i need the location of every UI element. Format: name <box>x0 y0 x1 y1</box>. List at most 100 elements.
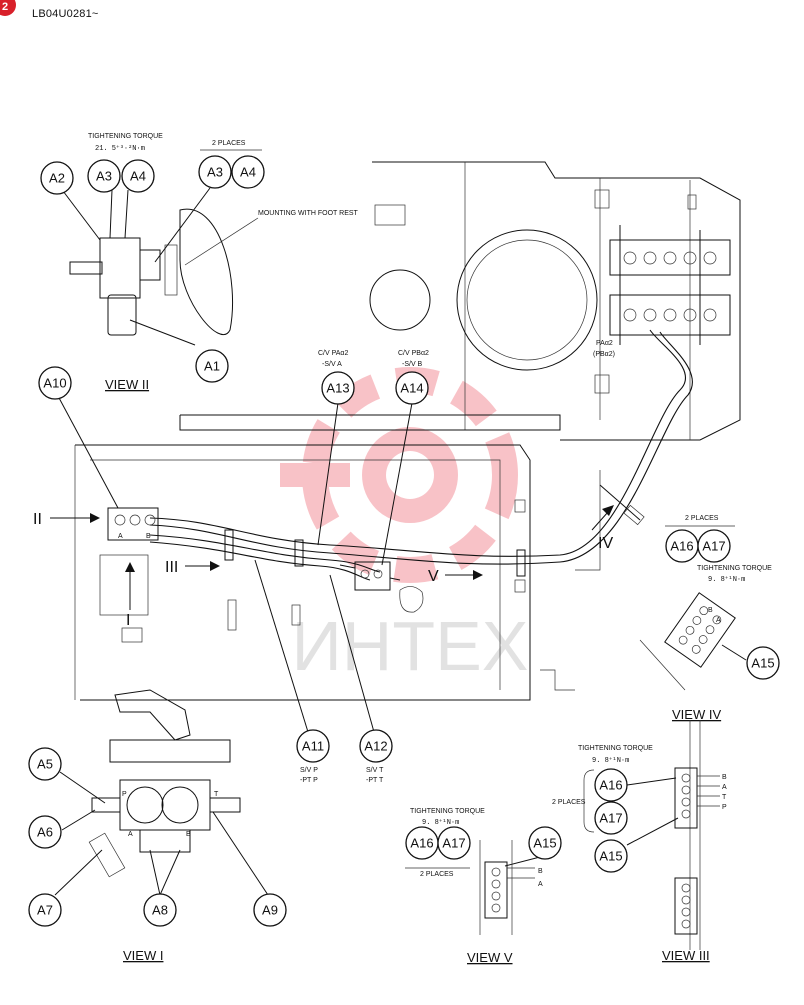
view-iii-port-a: A <box>722 784 727 791</box>
svg-text:A5: A5 <box>37 757 53 772</box>
torque-label-view-iv: TIGHTENING TORQUE <box>697 565 772 572</box>
two-places-view-v: 2 PLACES <box>420 871 454 878</box>
arrow-label-iii: III <box>165 559 178 576</box>
sv-labels: S/V P -PT P S/V T -PT T <box>254 559 384 784</box>
view-i-port-a: A <box>128 831 133 838</box>
two-places-view-iii: 2 PLACES <box>552 799 586 806</box>
view-ii-detail: TIGHTENING TORQUE 21. 5⁺³·²N·m 2 PLACES … <box>56 133 359 392</box>
cv-a-line2: -S/V A <box>322 361 342 368</box>
view-v-title: VIEW V <box>467 950 513 965</box>
balloon-a9: A9 <box>253 893 287 927</box>
torque-value-view-iv: 9. 8⁺¹N·m <box>708 576 745 584</box>
svg-text:A16: A16 <box>410 836 433 851</box>
balloon-a8: A8 <box>143 893 177 927</box>
svg-text:A13: A13 <box>326 381 349 396</box>
svg-text:A3: A3 <box>96 169 112 184</box>
balloon-a17-view-v: A17 <box>437 826 471 860</box>
view-arrows: II I III V IV <box>33 505 614 629</box>
balloon-a15-view-iv: A15 <box>746 646 780 680</box>
cv-labels: C/V PAα2 -S/V A C/V PBα2 -S/V B <box>57 350 429 566</box>
svg-text:A9: A9 <box>262 903 278 918</box>
balloon-a16-view-iii: A16 <box>594 768 628 802</box>
balloon-a10: A10 <box>38 366 72 400</box>
view-iii-port-b: B <box>722 774 727 781</box>
torque-value-view-ii: 21. 5⁺³·²N·m <box>95 145 145 153</box>
pilot-valve-left: A B <box>107 507 159 541</box>
balloon-a12: A12 <box>359 729 393 763</box>
port-label-pa2: PAα2 <box>596 340 613 347</box>
sv-p-line1: S/V P <box>300 767 318 774</box>
page-badge: 2 <box>0 0 16 16</box>
view-i-port-p: P <box>122 791 127 798</box>
balloon-a1: A1 <box>195 349 229 383</box>
balloon-a4-view-ii: A4 <box>121 159 155 193</box>
port-b: B <box>146 533 151 540</box>
arrow-label-v: V <box>428 568 439 585</box>
balloon-a3-view-ii: A3 <box>87 159 121 193</box>
balloon-a17-view-iv: A17 <box>697 529 731 563</box>
svg-text:A14: A14 <box>400 381 423 396</box>
svg-text:A15: A15 <box>599 849 622 864</box>
balloon-a5: A5 <box>28 747 62 781</box>
two-places-view-iv: 2 PLACES <box>685 515 719 522</box>
torque-value-view-v: 9. 8⁺¹N·m <box>422 819 459 827</box>
view-iii-title: VIEW III <box>662 948 710 963</box>
balloon-a2: A2 <box>40 161 74 195</box>
svg-text:A16: A16 <box>670 539 693 554</box>
solenoid-block <box>339 561 401 591</box>
cv-b-line1: C/V PBα2 <box>398 350 429 357</box>
arrow-label-i: I <box>126 612 130 629</box>
view-i-detail: P T A B VIEW I <box>54 689 269 963</box>
svg-text:A10: A10 <box>43 376 66 391</box>
balloon-a14: A14 <box>395 371 429 405</box>
two-places-view-ii: 2 PLACES <box>212 140 246 147</box>
svg-text:A1: A1 <box>204 359 220 374</box>
sv-t-line1: S/V T <box>366 767 384 774</box>
machine-frame <box>74 161 741 701</box>
watermark-text: ИНТЕХ <box>291 607 528 685</box>
svg-text:A2: A2 <box>49 171 65 186</box>
view-i-port-b: B <box>186 831 191 838</box>
balloon-a13: A13 <box>321 371 355 405</box>
balloon-a16-view-v: A16 <box>405 826 439 860</box>
svg-text:A17: A17 <box>599 811 622 826</box>
torque-label-view-ii: TIGHTENING TORQUE <box>88 133 163 140</box>
page-code: LB04U0281~ <box>32 8 99 20</box>
arrow-label-ii: II <box>33 511 42 528</box>
torque-value-view-iii: 9. 8⁺¹N·m <box>592 757 629 765</box>
mounting-note: MOUNTING WITH FOOT REST <box>258 210 359 217</box>
svg-text:A11: A11 <box>302 739 324 754</box>
control-valve-block: PAα2 (PBα2) <box>593 225 731 358</box>
view-iv-title: VIEW IV <box>672 707 721 722</box>
view-iii-port-t: T <box>722 794 727 801</box>
balloon-a7: A7 <box>28 893 62 927</box>
balloon-a6: A6 <box>28 815 62 849</box>
pilot-hoses <box>149 329 693 581</box>
view-v-port-b: B <box>538 868 543 875</box>
svg-text:A17: A17 <box>702 539 725 554</box>
torque-label-view-iii: TIGHTENING TORQUE <box>578 745 653 752</box>
view-i-port-t: T <box>214 791 219 798</box>
svg-text:A6: A6 <box>37 825 53 840</box>
sv-p-line2: -PT P <box>300 777 318 784</box>
view-iii-detail: TIGHTENING TORQUE 9. 8⁺¹N·m 2 PLACES B A… <box>552 720 727 963</box>
svg-text:A15: A15 <box>533 836 556 851</box>
view-iv-detail: 2 PLACES TIGHTENING TORQUE 9. 8⁺¹N·m B A… <box>639 515 772 722</box>
svg-text:A17: A17 <box>442 836 465 851</box>
torque-label-view-v: TIGHTENING TORQUE <box>410 808 485 815</box>
svg-text:A16: A16 <box>599 778 622 793</box>
svg-text:A3: A3 <box>207 165 223 180</box>
svg-text:A12: A12 <box>364 739 387 754</box>
balloon-a3-two-places: A3 <box>198 155 232 189</box>
balloon-a15-view-iii: A15 <box>594 839 628 873</box>
sv-t-line2: -PT T <box>366 777 384 784</box>
view-iv-port-a: A <box>716 617 721 624</box>
watermark-logo: ИНТЕХ <box>280 367 529 685</box>
view-i-title: VIEW I <box>123 948 163 963</box>
port-a: A <box>118 533 123 540</box>
view-iii-port-p: P <box>722 804 727 811</box>
svg-text:A7: A7 <box>37 903 53 918</box>
svg-text:A15: A15 <box>751 656 774 671</box>
svg-text:A4: A4 <box>130 169 146 184</box>
